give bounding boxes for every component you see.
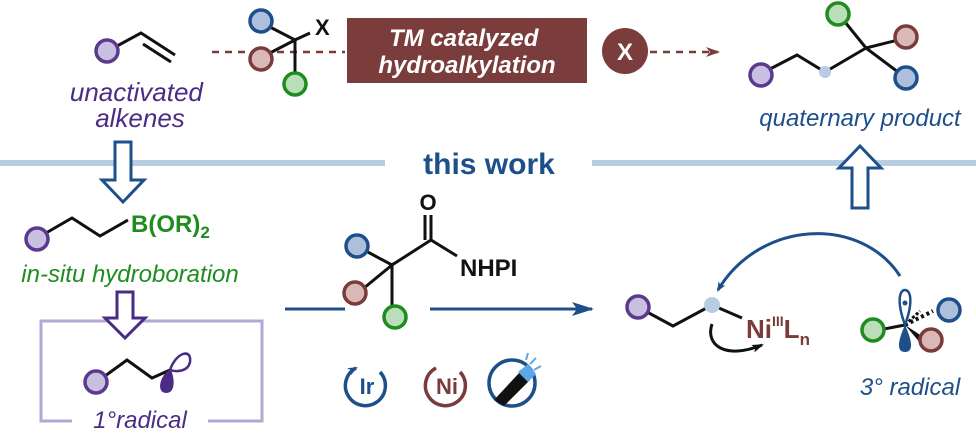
alkyl-boronate xyxy=(24,216,129,252)
primary-radical xyxy=(83,352,192,395)
substituent-circle-purple xyxy=(83,369,109,395)
substituent-circle-blue xyxy=(344,233,370,259)
svg-text:Ir: Ir xyxy=(360,374,375,399)
nickel-complex-label: NiIIILn xyxy=(746,313,810,349)
substituent-circle-brown xyxy=(918,327,944,353)
tertiary-radical-label: 3° radical xyxy=(860,374,961,401)
substituent-circle-blue xyxy=(893,65,919,91)
substituent-circle-brown xyxy=(248,46,274,72)
substituent-circle-brown xyxy=(342,280,368,306)
unactivated-alkene xyxy=(94,31,176,64)
blocked-x-icon: X xyxy=(602,28,648,74)
method-box: TM catalyzed hydroalkylation xyxy=(347,18,587,83)
tertiary-alkyl-halide xyxy=(248,8,311,97)
ir-photocatalyst-icon: Ir xyxy=(343,366,388,408)
hollow-arrow-down-purple xyxy=(101,290,149,341)
substituent-circle-purple xyxy=(24,226,50,252)
substituent-circle-brown xyxy=(893,24,919,50)
hydroboration-label: in-situ hydroboration xyxy=(21,261,238,288)
alkyl-nickel-intermediate xyxy=(625,294,764,353)
substituent-circle-green xyxy=(825,1,851,27)
method-line2: hydroalkylation xyxy=(378,52,555,79)
led-lamp-icon xyxy=(487,352,542,408)
svg-text:TM catalyzed hydroalkyla: TM catalyzed hydroalkylation xyxy=(378,25,555,79)
hollow-arrow-down xyxy=(98,140,148,205)
substituent-circle-purple xyxy=(625,294,651,320)
method-line1: TM catalyzed xyxy=(389,25,540,52)
substituent-circle-blue xyxy=(248,8,274,34)
nhpi-label: NHPI xyxy=(460,255,517,282)
hollow-arrow-up xyxy=(835,143,885,210)
tertiary-radical xyxy=(860,288,962,353)
primary-radical-label: 1°radical xyxy=(93,407,187,434)
substituent-circle-green xyxy=(860,317,886,343)
substituent-circle-purple xyxy=(94,38,120,64)
p-orbital-icon xyxy=(898,288,912,329)
halide-x-label: X xyxy=(315,15,330,40)
ni-catalyst-icon: Ni xyxy=(423,366,468,408)
carbonyl-oxygen: O xyxy=(419,190,436,215)
nhpi-ester-reagent xyxy=(342,215,458,330)
substituent-circle-green xyxy=(282,71,308,97)
boronate-group: B(OR)2 xyxy=(131,211,210,242)
substituent-circle-blue xyxy=(936,297,962,323)
substituent-circle-green xyxy=(382,304,408,330)
radical-capture-arrow xyxy=(716,232,902,292)
alkene-label: unactivated alkenes xyxy=(70,77,210,133)
substituent-circle-purple xyxy=(748,62,774,88)
svg-text:Ni: Ni xyxy=(436,374,458,399)
curved-arrow-black xyxy=(709,323,764,353)
product-label: quaternary product xyxy=(759,105,962,132)
quaternary-product xyxy=(748,1,919,91)
this-work-label: this work xyxy=(423,148,555,181)
svg-text:X: X xyxy=(617,39,633,66)
p-orbital-icon xyxy=(168,352,192,373)
this-work-divider: this work xyxy=(0,148,976,181)
